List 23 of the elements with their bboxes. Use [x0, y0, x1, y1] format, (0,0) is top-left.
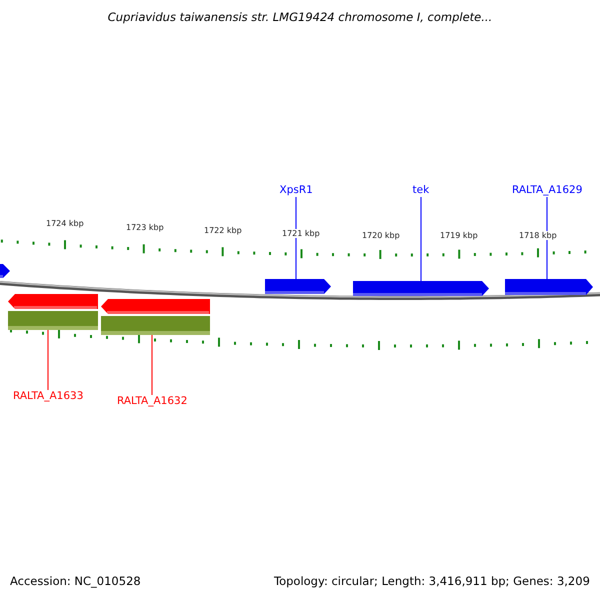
scale-label: 1721 kbp	[282, 229, 320, 238]
genome-summary: Topology: circular; Length: 3,416,911 bp; Genes: 3,209	[274, 574, 590, 588]
gene-feature	[101, 299, 210, 335]
leader-line	[546, 196, 548, 280]
gene-label: RALTA_A1629	[512, 184, 582, 197]
scale-label: 1719 kbp	[440, 231, 478, 240]
gene-label: tek	[412, 184, 430, 197]
accession-text: Accession: NC_010528	[10, 574, 141, 588]
scale-label: 1722 kbp	[204, 226, 242, 235]
gene-label: XpsR1	[280, 184, 313, 197]
gene-feature	[265, 279, 331, 294]
scale-label: 1718 kbp	[519, 231, 557, 240]
gene-feature	[0, 264, 10, 278]
gene-feature	[505, 279, 593, 295]
title: Cupriavidus taiwanensis str. LMG19424 chromosome I, complete...	[106, 10, 494, 24]
gene-feature	[353, 281, 489, 296]
scale-label: 1723 kbp	[126, 223, 164, 232]
scale-label: 1724 kbp	[46, 219, 84, 228]
leader-line	[420, 196, 422, 282]
gene-feature	[8, 294, 98, 330]
gene-label: RALTA_A1633	[13, 390, 84, 403]
gene-label: RALTA_A1632	[117, 395, 188, 408]
scale-label: 1720 kbp	[362, 231, 400, 240]
